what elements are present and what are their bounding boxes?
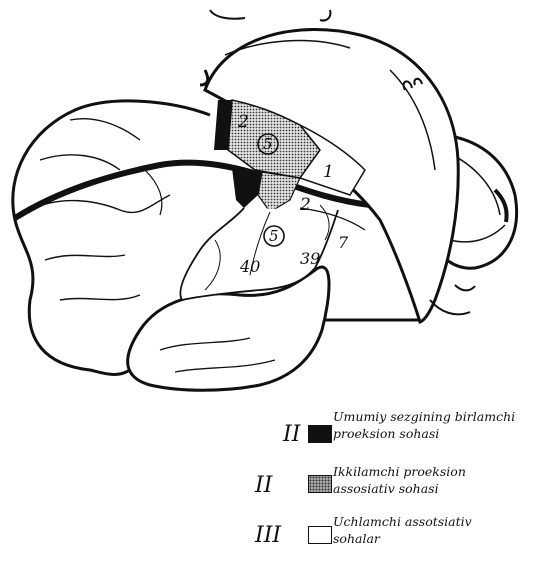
legend-text-line2: assosiativ sohasi — [333, 482, 439, 496]
legend-text-line1: Uchlamchi assotsiativ — [333, 515, 472, 529]
area-label-2-top: 2 — [238, 115, 249, 130]
legend-text-line1: Umumiy sezgining birlamchi — [333, 410, 515, 424]
area-label-5-mid: 5 — [269, 229, 279, 244]
area-label-39: 39 — [300, 251, 320, 266]
legend-swatch-black — [308, 425, 332, 443]
legend-item-secondary: II Ikkilamchi proeksion assosiativ sohas… — [255, 465, 530, 515]
legend-swatch-white — [308, 526, 332, 544]
legend-numeral: II — [283, 422, 300, 447]
area-label-7: 7 — [338, 235, 348, 250]
legend-text-line1: Ikkilamchi proeksion — [333, 465, 466, 479]
area-label-1: 1 — [323, 165, 334, 180]
legend-item-tertiary: III Uchlamchi assotsiativ sohalar — [255, 515, 530, 565]
area-label-2-mid: 2 — [300, 198, 311, 213]
legend-numeral: III — [255, 523, 281, 548]
area-label-40: 40 — [240, 259, 260, 274]
legend-item-primary: II Umumiy sezgining birlamchi proeksion … — [255, 410, 530, 460]
legend-text-line2: proeksion sohasi — [333, 427, 439, 441]
legend-numeral: II — [255, 473, 272, 498]
legend-text-line2: sohalar — [333, 532, 380, 546]
legend-swatch-dotted — [308, 475, 332, 493]
area-label-5-top: 5 — [263, 137, 273, 152]
